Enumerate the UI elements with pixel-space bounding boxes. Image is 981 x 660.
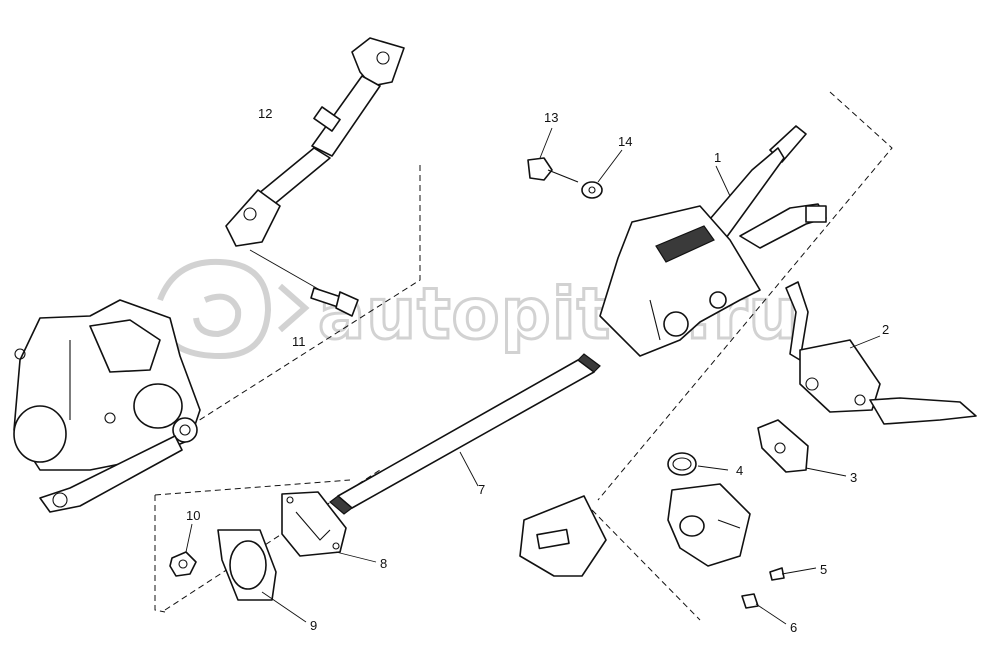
part-1-steering-column [599,125,827,357]
callout-11: 11 [292,334,306,349]
callout-13: 13 [544,110,558,125]
part-8-plate [281,491,377,563]
part-7-lower-shaft [329,353,601,515]
callout-2: 2 [882,322,889,337]
callout-labels: 1 2 3 4 5 6 7 8 9 10 11 12 13 14 [186,106,889,635]
lower-housing [667,483,817,625]
callout-3: 3 [850,470,857,485]
callout-6: 6 [790,620,797,635]
callout-10: 10 [186,508,200,523]
part-11-bolt [249,249,359,317]
callout-7: 7 [478,482,485,497]
part-3-switch [757,419,847,477]
part-4-ring [667,452,729,476]
callout-5: 5 [820,562,827,577]
callout-4: 4 [736,463,743,478]
part-12-intermediate-shaft [225,37,405,247]
part-2-lever-switch [785,281,977,425]
callout-9: 9 [310,618,317,633]
part-13-bolt [527,127,579,183]
callout-1: 1 [714,150,721,165]
part-9-seal [217,529,307,623]
watermark-logo-icon [157,258,272,360]
callout-14: 14 [618,134,632,149]
part-10-nut [169,523,197,577]
part-14-washer [581,149,623,199]
callout-12: 12 [258,106,272,121]
cover-panel [519,495,607,577]
steering-gear-box [13,299,201,513]
callout-8: 8 [380,556,387,571]
